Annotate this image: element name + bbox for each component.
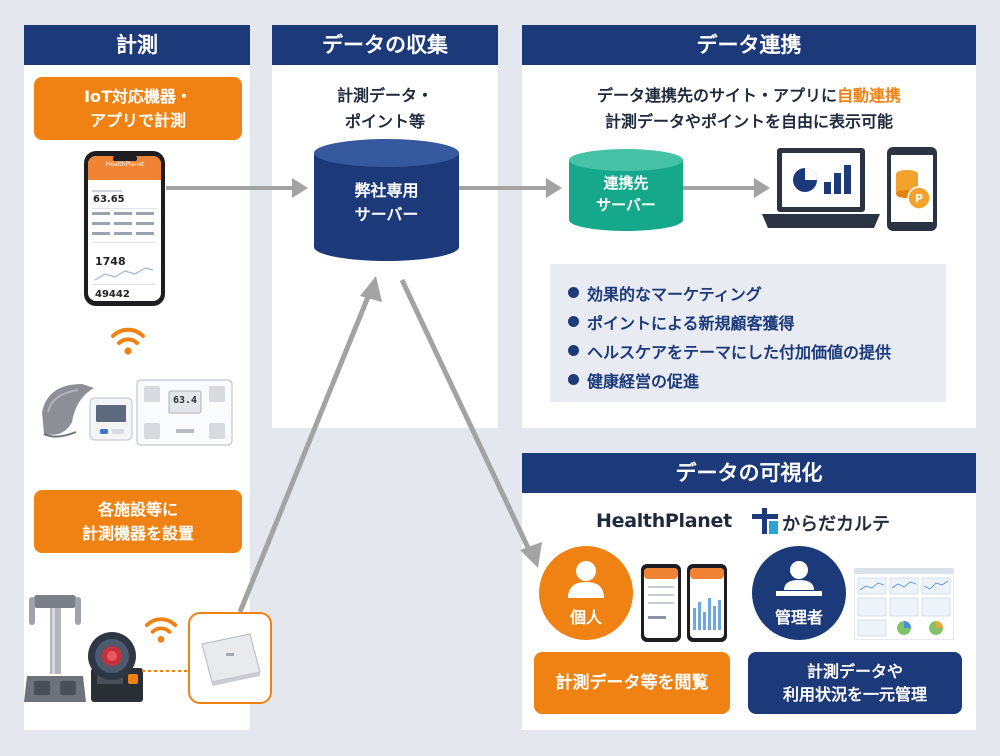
bullet-icon xyxy=(568,345,579,356)
admin-action: 計測データや 利用状況を一元管理 xyxy=(748,652,962,714)
admin-label: 管理者 xyxy=(774,608,823,627)
panel-collect-header: データの収集 xyxy=(272,25,498,65)
arrow-gateway-to-server xyxy=(237,291,373,613)
own-server-label: 弊社専用 サーバー xyxy=(354,181,419,224)
benefits-list: 効果的なマーケティング ポイントによる新規顧客獲得 ヘルスケアをテーマにした付加… xyxy=(550,264,946,402)
admin-desk-icon xyxy=(776,561,822,596)
panel-visualize-header: データの可視化 xyxy=(522,453,976,493)
phone-weight: 63.65 xyxy=(93,194,125,205)
smartphone-app: HealthPlanet 63.65 1748 49442 xyxy=(83,150,166,307)
arrow-server-to-visualize xyxy=(399,278,533,554)
admin-user: 管理者 xyxy=(752,546,846,640)
own-server: 弊社専用 サーバー xyxy=(314,139,459,261)
link-desc-line2: 計測データやポイントを自由に表示可能 xyxy=(604,111,893,131)
arrow-head xyxy=(292,178,308,198)
person-icon xyxy=(568,561,604,598)
link-desc-line1: データ連携先のサイト・アプリに xyxy=(596,86,837,105)
arrow-head xyxy=(546,178,562,198)
gateway-device-icon xyxy=(201,633,261,686)
svg-text:P: P xyxy=(915,192,923,205)
arrow-head xyxy=(520,542,542,568)
bullet-icon xyxy=(568,287,579,298)
phone-steps: 1748 xyxy=(95,255,126,268)
panel-measure: 計測 IoT対応機器・ アプリで計測 各施設等に 計測機器を設置 xyxy=(24,25,250,730)
facility-analyzer-icon xyxy=(24,595,86,702)
body-scale-icon xyxy=(136,379,233,446)
link-description: データ連携先のサイト・アプリに自動連携 計測データやポイントを自由に表示可能 xyxy=(522,83,976,134)
brand-healthplanet: HealthPlanet xyxy=(596,510,732,532)
phone-app-name: HealthPlanet xyxy=(105,161,145,168)
bullet-icon xyxy=(568,374,579,385)
phone-total: 49442 xyxy=(95,289,130,300)
wifi-icon xyxy=(111,327,145,355)
database-icon xyxy=(314,139,459,261)
facility-label: 各施設等に 計測機器を設置 xyxy=(34,490,242,553)
blood-pressure-monitor-icon xyxy=(42,384,133,441)
body-scale: 63.4 xyxy=(136,379,233,446)
karada-karte-logo-icon xyxy=(752,508,778,534)
panel-link: データ連携 データ連携先のサイト・アプリに自動連携 計測データやポイントを自由に… xyxy=(522,25,976,428)
partner-server: 連携先 サーバー xyxy=(569,149,683,231)
wifi-icon-facility xyxy=(144,617,178,643)
dashboard-icon xyxy=(854,568,954,640)
laptop-icon xyxy=(762,148,880,228)
panel-measure-header: 計測 xyxy=(24,25,250,65)
arrow-head xyxy=(360,276,382,302)
facility-bp-machine-icon xyxy=(88,632,143,702)
phones-icon xyxy=(641,564,727,642)
iot-label: IoT対応機器・ アプリで計測 xyxy=(34,77,242,140)
individual-action: 計測データ等を閲覧 xyxy=(534,652,730,714)
partner-database-icon xyxy=(569,149,683,231)
brand-karada-karte: からだカルテ xyxy=(782,514,890,535)
benefit-item: ポイントによる新規顧客獲得 xyxy=(568,307,928,336)
individual-label: 個人 xyxy=(569,608,602,627)
collect-subtitle: 計測データ・ ポイント等 xyxy=(336,86,433,131)
scale-display-value: 63.4 xyxy=(172,395,198,406)
panel-link-header: データ連携 xyxy=(522,25,976,65)
partner-server-label: 連携先 サーバー xyxy=(596,174,656,214)
benefit-item: ヘルスケアをテーマにした付加価値の提供 xyxy=(568,336,928,365)
smartphone-icon xyxy=(84,151,165,306)
individual-user: 個人 xyxy=(539,546,633,640)
tablet-coins-icon: P xyxy=(887,147,937,231)
benefit-item: 効果的なマーケティング xyxy=(568,278,928,307)
arrow-head xyxy=(754,178,770,198)
gateway-device-card xyxy=(188,612,272,704)
link-desc-highlight: 自動連携 xyxy=(837,86,902,105)
bullet-icon xyxy=(568,316,579,327)
benefit-item: 健康経営の促進 xyxy=(568,365,928,394)
